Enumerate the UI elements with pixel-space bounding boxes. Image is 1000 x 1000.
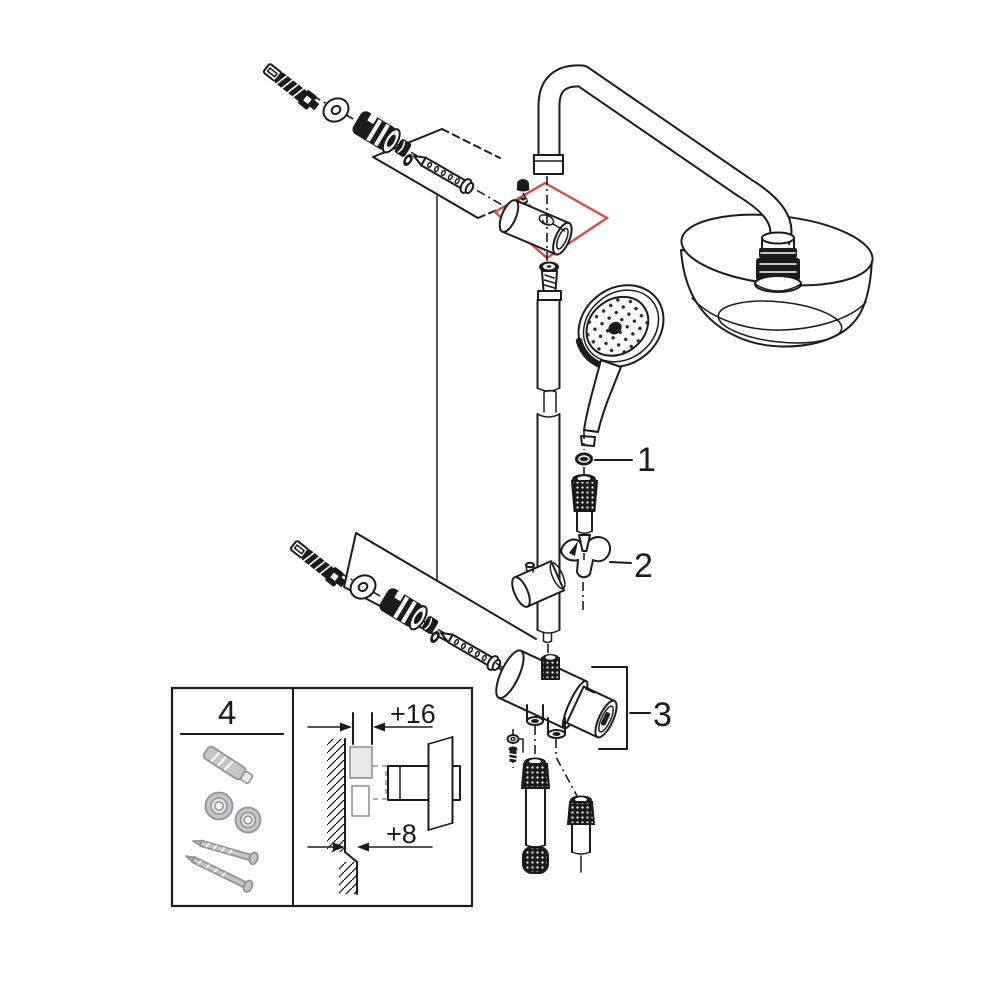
- dimension-bottom-label: +8: [386, 819, 417, 849]
- dimension-bottom: +8: [307, 819, 433, 852]
- hand-shower: [575, 284, 665, 447]
- left-hose-fitting: [520, 757, 551, 874]
- stud-to-diverter-dash: [495, 662, 507, 671]
- middle-wall-bracket: [511, 560, 566, 608]
- shower-hoses: [520, 726, 596, 874]
- gasket-part-1: [575, 430, 593, 475]
- dimension-top: +16: [307, 699, 436, 732]
- callout-2: 2: [609, 547, 653, 585]
- upper-fastener-set: [260, 60, 477, 197]
- diverter-clamp-screw: [506, 729, 524, 768]
- right-hose-fitting: [566, 795, 596, 873]
- hand-shower-handle: [583, 359, 622, 433]
- callout-3-label: 3: [653, 696, 672, 734]
- handle-outlet-stub: [580, 435, 596, 447]
- callout-1: 1: [594, 441, 656, 479]
- bracket-profile: [387, 736, 461, 831]
- callout-3: 3: [591, 666, 672, 750]
- rail-top-plug: [537, 261, 562, 301]
- hardware-washer-icon-2: [234, 806, 262, 834]
- detail-box-part-4: 4: [170, 686, 474, 908]
- rail-break-joint: [543, 389, 557, 413]
- lower-fastener-set: [287, 537, 504, 674]
- callout-2-label: 2: [634, 547, 653, 585]
- hardware-screw-icon-1: [192, 839, 259, 866]
- upper-wall-bracket: [498, 199, 573, 256]
- head-connector: [754, 231, 802, 293]
- diverter-outlets: [526, 704, 566, 739]
- hardware-washer-icon-1: [204, 791, 234, 821]
- hand-shower-hose-connector: [570, 474, 599, 560]
- callout-4-label: 4: [218, 694, 236, 731]
- diverter-valve: [495, 649, 618, 739]
- hardware-screw-icon-2: [185, 855, 254, 893]
- wall-section: [327, 712, 387, 895]
- callout-1-label: 1: [637, 441, 656, 479]
- rail-inlet-socket: [541, 654, 560, 680]
- shower-arm: [533, 64, 802, 293]
- arm-wall-union: [533, 154, 564, 175]
- hardware-anchor-icon: [202, 745, 254, 785]
- lower-template-panel: [343, 532, 537, 682]
- dimension-top-label: +16: [390, 699, 436, 729]
